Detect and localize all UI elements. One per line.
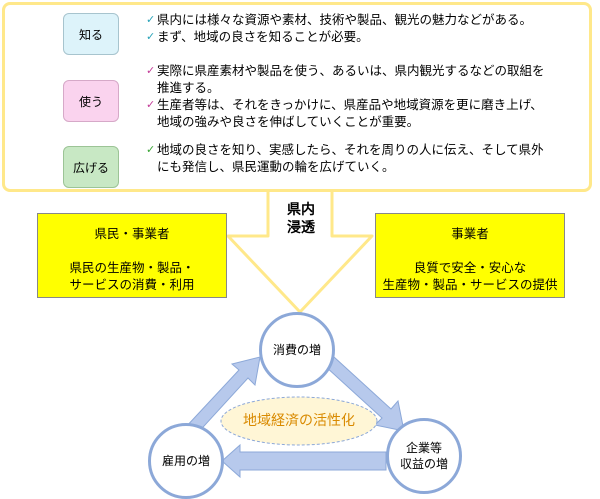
residents-box-line: サービスの消費・利用 bbox=[69, 277, 195, 292]
center-label: 地域経済の活性化 bbox=[219, 392, 379, 448]
step-spread: 広げる bbox=[63, 146, 119, 188]
text-line: ✓ まず、地域の良さを知ることが必要。 bbox=[146, 28, 532, 45]
company-profit-line: 収益の増 bbox=[399, 457, 448, 471]
text-line-content: 実際に県産素材や製品を使う、あるいは、県内観光するなどの取組を bbox=[157, 63, 545, 78]
cycle-arrow-consume-to-company bbox=[324, 356, 405, 432]
check-icon: ✓ bbox=[146, 64, 156, 77]
text-block-use: ✓ 実際に県産素材や製品を使う、あるいは、県内観光するなどの取組を 推進する。 … bbox=[146, 62, 545, 130]
business-box-line: 生産物・製品・サービスの提供 bbox=[382, 277, 558, 292]
text-line: ✓ 実際に県産素材や製品を使う、あるいは、県内観光するなどの取組を bbox=[146, 62, 545, 79]
company-profit-circle: 企業等 収益の増 bbox=[386, 418, 462, 494]
business-box: 事業者 良質で安全・安心な 生産物・製品・サービスの提供 bbox=[375, 213, 565, 298]
step-spread-label: 広げる bbox=[72, 160, 109, 175]
arrow-label: 県内 浸透 bbox=[276, 201, 326, 237]
text-line: 推進する。 bbox=[146, 79, 545, 96]
step-use: 使う bbox=[63, 80, 119, 122]
consumption-circle: 消費の増 bbox=[259, 312, 335, 388]
downward-arrow bbox=[226, 188, 374, 314]
text-block-know: ✓ 県内には様々な資源や素材、技術や製品、観光の魅力などがある。 ✓ まず、地域… bbox=[146, 11, 532, 45]
business-box-line: 良質で安全・安心な bbox=[413, 260, 527, 275]
check-icon: ✓ bbox=[146, 143, 156, 156]
company-profit-line: 企業等 bbox=[405, 441, 442, 455]
text-line-content: 地域の強みや良さを伸ばしていくことが重要。 bbox=[157, 114, 420, 129]
cycle-arrow-company-to-employ bbox=[221, 443, 387, 479]
check-icon: ✓ bbox=[146, 98, 156, 111]
arrow-label-line: 県内 bbox=[287, 202, 315, 218]
residents-box-title: 県民・事業者 bbox=[94, 226, 170, 241]
step-use-label: 使う bbox=[78, 94, 103, 109]
text-block-spread: ✓ 地域の良さを知り、実感したら、それを周りの人に伝え、そして県外 にも発信し、… bbox=[146, 141, 544, 175]
business-box-title: 事業者 bbox=[451, 226, 489, 241]
check-icon: ✓ bbox=[146, 13, 156, 26]
text-line-content: 生産者等は、それをきっかけに、県産品や地域資源を更に磨き上げ、 bbox=[157, 97, 543, 112]
text-line-content: 推進する。 bbox=[157, 80, 220, 95]
text-line: にも発信し、県民運動の輪を広げていく。 bbox=[146, 158, 544, 175]
center-ellipse bbox=[220, 396, 378, 446]
text-line-content: 地域の良さを知り、実感したら、それを周りの人に伝え、そして県外 bbox=[157, 142, 544, 157]
step-know-label: 知る bbox=[78, 27, 103, 42]
text-line-content: まず、地域の良さを知ることが必要。 bbox=[157, 29, 369, 44]
text-line: ✓ 県内には様々な資源や素材、技術や製品、観光の魅力などがある。 bbox=[146, 11, 532, 28]
residents-box: 県民・事業者 県民の生産物・製品・ サービスの消費・利用 bbox=[37, 213, 227, 298]
arrow-label-line: 浸透 bbox=[287, 220, 315, 236]
center-label-text: 地域経済の活性化 bbox=[243, 413, 355, 429]
text-line: ✓ 生産者等は、それをきっかけに、県産品や地域資源を更に磨き上げ、 bbox=[146, 96, 545, 113]
check-icon: ✓ bbox=[146, 30, 156, 43]
text-line-content: 県内には様々な資源や素材、技術や製品、観光の魅力などがある。 bbox=[157, 12, 533, 27]
text-line: ✓ 地域の良さを知り、実感したら、それを周りの人に伝え、そして県外 bbox=[146, 141, 544, 158]
text-line: 地域の強みや良さを伸ばしていくことが重要。 bbox=[146, 113, 545, 130]
employment-label: 雇用の増 bbox=[161, 454, 210, 468]
consumption-label: 消費の増 bbox=[272, 343, 321, 357]
residents-box-line: 県民の生産物・製品・ bbox=[69, 260, 195, 275]
step-know: 知る bbox=[63, 13, 119, 55]
text-line-content: にも発信し、県民運動の輪を広げていく。 bbox=[157, 159, 395, 174]
employment-circle: 雇用の増 bbox=[148, 423, 224, 499]
